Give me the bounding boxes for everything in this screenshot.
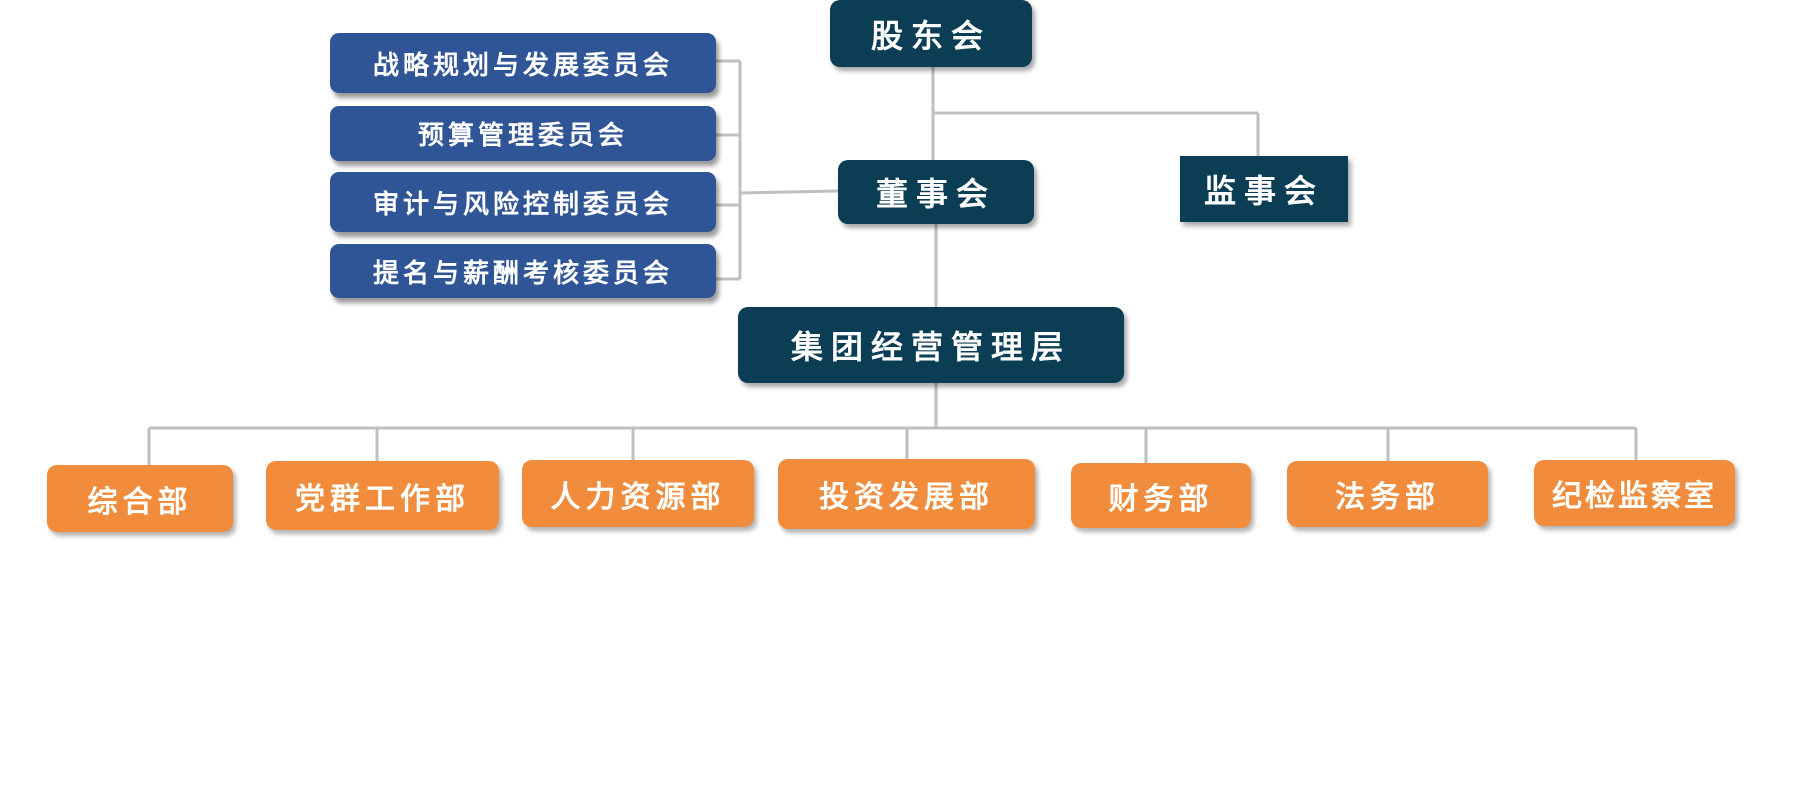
department-legal-box: 法务部 bbox=[1287, 461, 1488, 527]
department-party-affairs-box: 党群工作部 bbox=[266, 461, 499, 530]
department-discipline-box: 纪检监察室 bbox=[1534, 460, 1735, 526]
department-general-box: 综合部 bbox=[47, 465, 233, 532]
committee-audit-risk-box: 审计与风险控制委员会 bbox=[330, 172, 716, 232]
department-investment-box: 投资发展部 bbox=[778, 459, 1035, 529]
connector-board-committees bbox=[739, 189, 839, 195]
committee-strategy-box: 战略规划与发展委员会 bbox=[330, 33, 716, 93]
supervisory-board-box: 监事会 bbox=[1180, 156, 1348, 222]
department-finance-box: 财务部 bbox=[1071, 463, 1251, 528]
shareholders-box: 股东会 bbox=[830, 0, 1032, 67]
management-box: 集团经营管理层 bbox=[738, 307, 1124, 383]
department-hr-box: 人力资源部 bbox=[522, 460, 754, 527]
committee-nomination-compensation-box: 提名与薪酬考核委员会 bbox=[330, 244, 716, 298]
board-box: 董事会 bbox=[838, 160, 1034, 224]
committee-budget-box: 预算管理委员会 bbox=[330, 106, 716, 161]
